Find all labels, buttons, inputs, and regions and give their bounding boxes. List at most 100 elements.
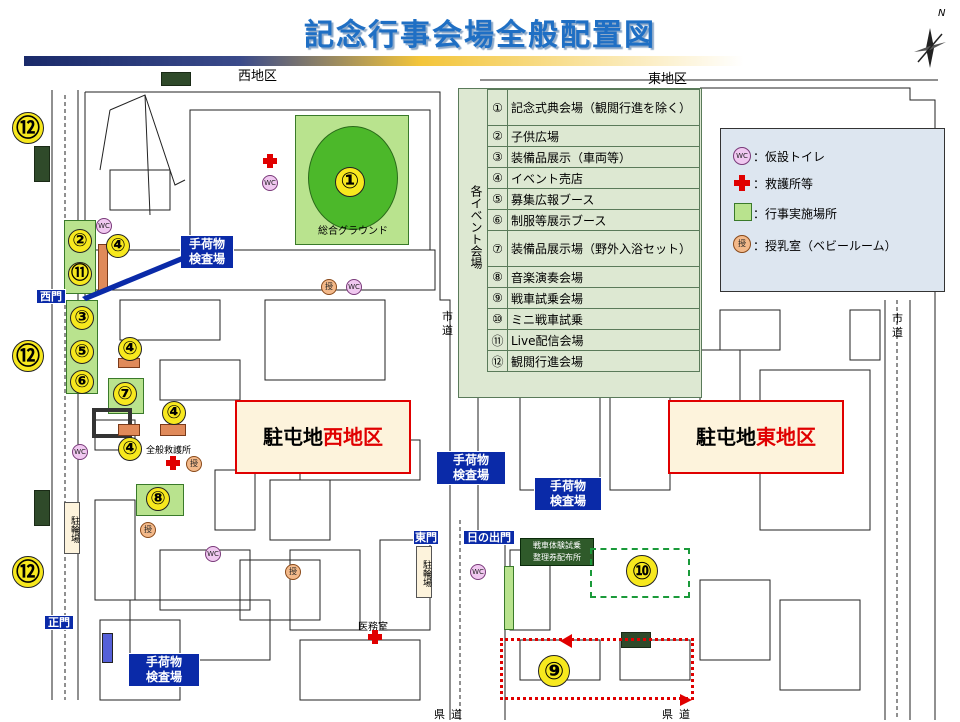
- row-label: 募集広報ブース: [507, 188, 700, 210]
- baggage-check-line2: 検査場: [452, 468, 489, 482]
- tank-icon: [34, 146, 50, 182]
- east-gate-label: 東門: [413, 530, 439, 545]
- baggage-check-line2: 検査場: [145, 670, 182, 684]
- marker-5: ⑤: [70, 340, 94, 364]
- marker-4-d: ④: [118, 437, 142, 461]
- baggage-check-line2: 検査場: [188, 252, 225, 266]
- baggage-check-line2: 検査場: [549, 494, 586, 508]
- baggage-check-line1: 手荷物: [452, 453, 489, 467]
- east-area-suffix: 東地区: [756, 425, 816, 449]
- medical-room-label: 医務室: [358, 622, 388, 633]
- tank-ride-ticket-desk: 戦車体験試乗 整理券配布所: [520, 538, 594, 566]
- bicycle-parking-west: 駐輪場: [64, 502, 80, 554]
- row-label: 装備品展示（車両等）: [507, 146, 700, 168]
- north-label: N: [938, 8, 946, 19]
- baggage-check-east-gate: 手荷物 検査場: [436, 451, 506, 485]
- course-direction-arrow-icon: [560, 634, 572, 648]
- marker-1: ①: [335, 167, 365, 197]
- baggage-check-line1: 手荷物: [188, 237, 225, 251]
- row-label: 音楽演奏会場: [507, 266, 700, 288]
- marker-4-c: ④: [162, 401, 186, 425]
- ticket-desk-line1: 戦車体験試乗: [533, 541, 581, 550]
- event-table-header: 各イベント会場: [469, 185, 483, 269]
- row-number: ⑨: [487, 287, 508, 309]
- wc-icon: WC: [470, 564, 486, 580]
- baggage-check-main: 手荷物 検査場: [128, 653, 200, 687]
- checkpoint-pointer: [82, 255, 188, 301]
- row-number: ⑫: [487, 350, 508, 372]
- main-gate-check-bar: [102, 633, 113, 663]
- nursing-room-icon: 授: [186, 456, 202, 472]
- red-cross-icon: [368, 630, 382, 644]
- ticket-desk-line2: 整理券配布所: [533, 553, 581, 562]
- marker-12-mid: ⑫: [12, 340, 44, 372]
- legend-venue-label: ：行事実施場所: [753, 207, 838, 221]
- city-road-label-east: 市道: [892, 312, 903, 339]
- row-number: ②: [487, 125, 508, 147]
- marker-4-b: ④: [118, 337, 142, 361]
- mini-tank-area: [590, 548, 690, 598]
- course-direction-arrow-icon: [680, 694, 692, 706]
- wc-icon: WC: [262, 175, 278, 191]
- row-label: 子供広場: [507, 125, 700, 147]
- page-title: 記念行事会場全般配置図: [304, 18, 656, 53]
- east-area-label: 駐屯地東地区: [668, 400, 844, 474]
- marker-6: ⑥: [70, 370, 94, 394]
- row-label: 制服等展示ブース: [507, 209, 700, 231]
- row-number: ①: [487, 89, 508, 126]
- ticket-desk-strip: [504, 566, 514, 630]
- row-number: ⑩: [487, 308, 508, 330]
- ground-label: 総合グラウンド: [318, 226, 388, 237]
- main-gate-label: 正門: [44, 615, 74, 630]
- marker-7: ⑦: [113, 382, 137, 406]
- marker-11: ⑪: [68, 262, 92, 286]
- nursing-room-icon: 授: [285, 564, 301, 580]
- east-district-top-label: 東地区: [648, 72, 688, 87]
- nursing-room-icon: 授: [733, 235, 751, 253]
- nursing-room-icon: 授: [321, 279, 337, 295]
- west-area-suffix: 西地区: [323, 425, 383, 449]
- row-label: 記念式典会場（観閲行進を除く）: [507, 89, 700, 126]
- legend-wc-label: ：仮設トイレ: [753, 150, 826, 164]
- row-label: 観閲行進会場: [507, 350, 700, 372]
- orange-stall: [118, 424, 140, 436]
- nursing-room-icon: 授: [140, 522, 156, 538]
- row-label: 装備品展示場（野外入浴セット）: [507, 230, 700, 267]
- baggage-check-line1: 手荷物: [549, 479, 586, 493]
- city-road-label-west: 市道: [442, 310, 453, 337]
- red-cross-icon: [166, 456, 180, 470]
- wc-icon: WC: [72, 444, 88, 460]
- orange-stall: [160, 424, 186, 436]
- baggage-check-sunrise: 手荷物 検査場: [534, 477, 602, 511]
- pref-road-label-west: 県道: [434, 708, 468, 721]
- compass-rose-icon: [914, 28, 946, 68]
- baggage-check-west: 手荷物 検査場: [180, 235, 234, 269]
- sunrise-gate-label: 日の出門: [463, 530, 515, 545]
- wc-icon: WC: [733, 147, 751, 165]
- legend-box: WC ：仮設トイレ ：救護所等 ：行事実施場所 授 ：授乳室（ベビールーム）: [720, 128, 945, 292]
- west-district-top-label: 西地区: [238, 69, 278, 84]
- west-area-prefix: 駐屯地: [263, 425, 323, 449]
- row-number: ⑧: [487, 266, 508, 288]
- marker-9: ⑨: [538, 655, 570, 687]
- marker-10: ⑩: [626, 555, 658, 587]
- marker-3: ③: [70, 306, 94, 330]
- row-label: Live配信会場: [507, 329, 700, 351]
- row-number: ③: [487, 146, 508, 168]
- east-area-prefix: 駐屯地: [696, 425, 756, 449]
- marker-2: ②: [68, 229, 92, 253]
- wc-icon: WC: [205, 546, 221, 562]
- legend-aid-label: ：救護所等: [753, 177, 814, 191]
- row-number: ⑦: [487, 230, 508, 267]
